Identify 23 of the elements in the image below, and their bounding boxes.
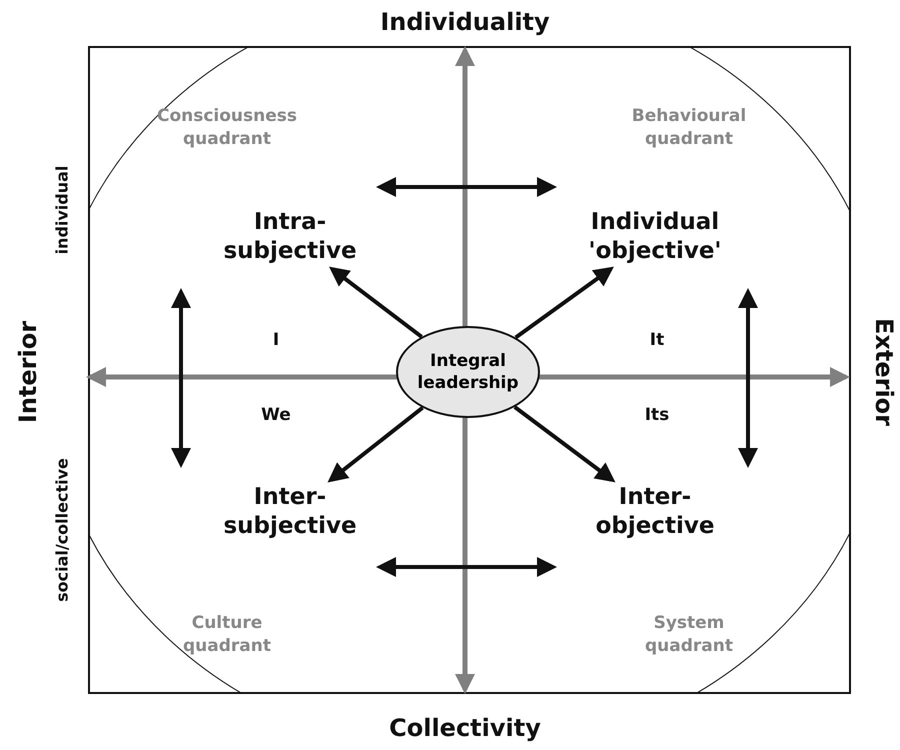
arrow bbox=[514, 266, 614, 340]
quadrant-name: System quadrant bbox=[644, 612, 734, 658]
axis-label: Exterior bbox=[870, 318, 898, 426]
axis-label: Individuality bbox=[380, 8, 550, 36]
quadrant-code: It bbox=[650, 330, 664, 350]
quadrant-code: Its bbox=[644, 405, 670, 425]
quadrant-name: Consciousness quadrant bbox=[156, 105, 298, 151]
node-label: Integral leadership bbox=[416, 350, 520, 394]
arrow bbox=[514, 405, 616, 482]
quadrant-name: Behavioural quadrant bbox=[630, 105, 748, 151]
arrow bbox=[329, 266, 423, 338]
quadrant-name: Culture quadrant bbox=[182, 612, 272, 658]
quadrant-code: I bbox=[272, 330, 280, 350]
quadrant-code: We bbox=[261, 405, 291, 425]
quadrant-title: Inter-objective bbox=[594, 483, 716, 541]
axis-label: Collectivity bbox=[389, 714, 541, 742]
quadrant-title: Individual 'objective' bbox=[588, 208, 722, 266]
axis-label: Interior bbox=[14, 320, 42, 424]
side-label: social/collective bbox=[52, 458, 72, 602]
arrow bbox=[328, 406, 424, 482]
quadrant-title: Intra-subjective bbox=[223, 208, 357, 266]
quadrant-title: Inter-subjective bbox=[223, 483, 357, 541]
side-label: individual bbox=[52, 166, 72, 254]
